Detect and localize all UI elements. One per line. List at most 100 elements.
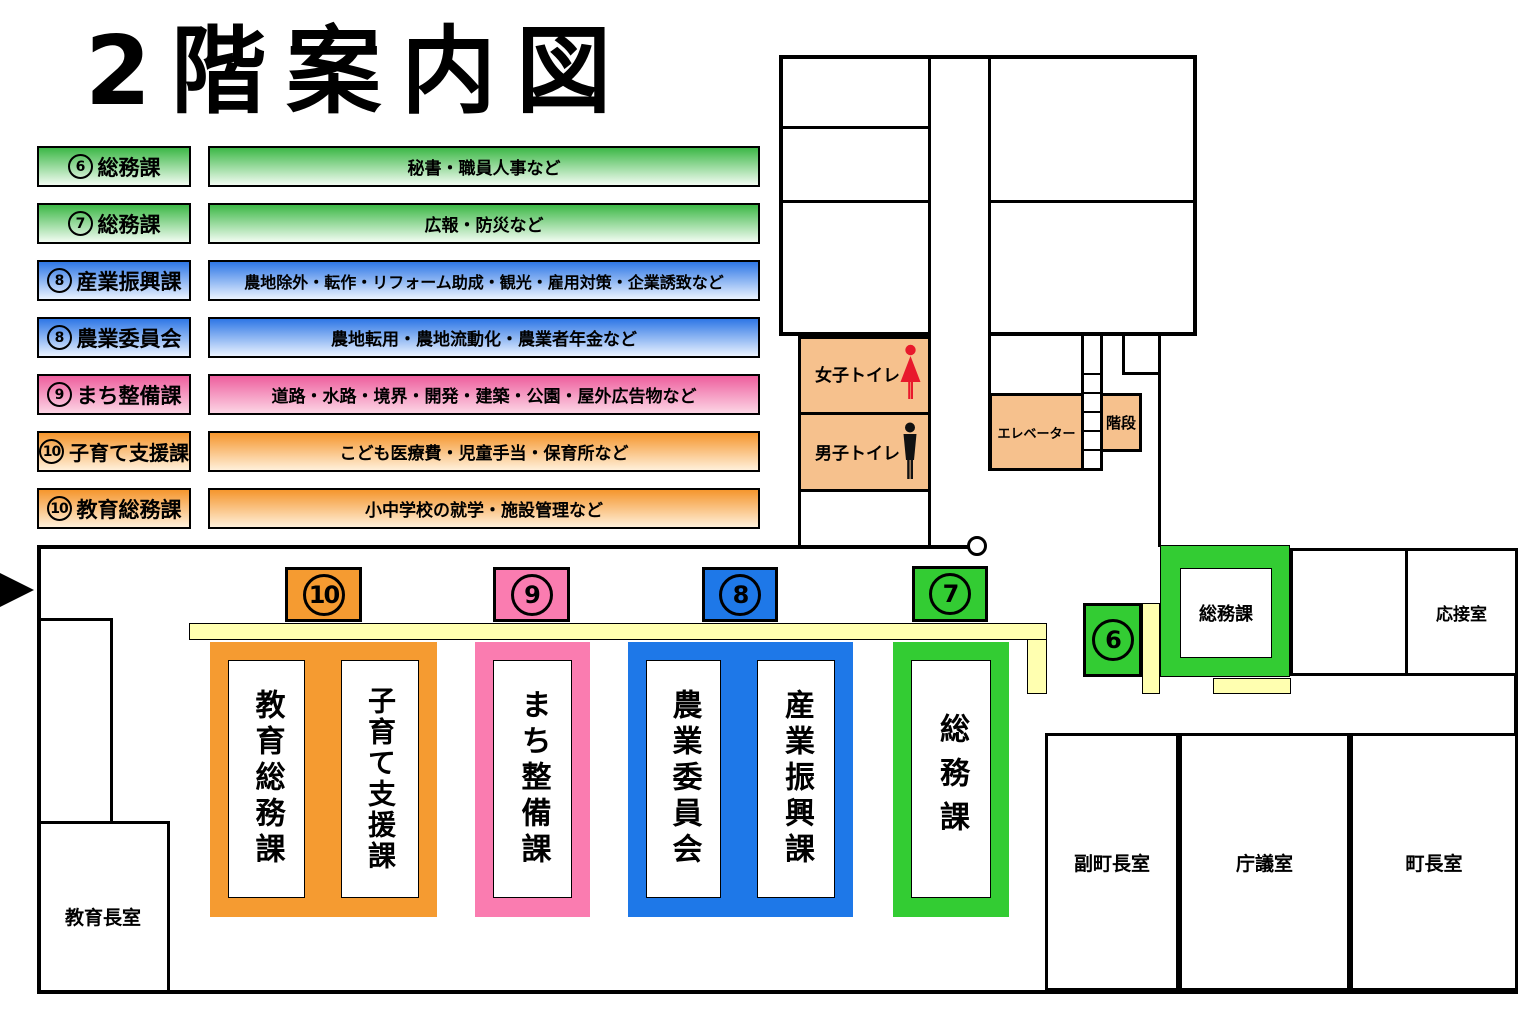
counter-block-label: 子育て支援課 bbox=[364, 686, 397, 872]
circled-number-icon: 8 bbox=[46, 325, 72, 350]
unlabeled-room bbox=[1290, 548, 1408, 676]
counter-block-town: まち整備課 bbox=[475, 642, 590, 917]
wall-hall-left bbox=[37, 545, 41, 994]
wall bbox=[1122, 372, 1161, 375]
education-chief-room-label: 教育長室 bbox=[64, 907, 141, 929]
counter-strip bbox=[1213, 678, 1291, 694]
circled-number-icon: 6 bbox=[67, 154, 93, 179]
badge-6: 6 bbox=[1083, 603, 1142, 677]
reception-room: 応接室 bbox=[1405, 548, 1518, 676]
wall bbox=[38, 618, 113, 621]
badge-8: 8 bbox=[702, 567, 778, 622]
wall bbox=[779, 200, 931, 203]
legend-dept: 産業振興課 bbox=[76, 269, 182, 294]
counter-block-labelbox: 教育総務課 bbox=[228, 660, 305, 898]
door-pivot-circle bbox=[967, 536, 987, 556]
badge-7: 7 bbox=[912, 566, 988, 622]
counter-block-label: 総務課 bbox=[934, 713, 969, 845]
counter-block-label: まち整備課 bbox=[515, 689, 551, 869]
legend-label: 10 教育総務課 bbox=[37, 488, 191, 529]
ladder-rung bbox=[1084, 392, 1100, 394]
wall bbox=[988, 200, 1197, 203]
counter-bar-bend bbox=[1027, 639, 1047, 694]
men-toilet-label: 男子トイレ bbox=[815, 444, 900, 464]
general-affairs-room-label: 総務課 bbox=[1180, 568, 1272, 658]
wall bbox=[38, 821, 170, 824]
circled-number-icon: 7 bbox=[929, 573, 971, 615]
ladder-rung bbox=[1084, 411, 1100, 413]
page-title: 2階案内図 bbox=[85, 17, 632, 127]
legend-dept: 教育総務課 bbox=[76, 497, 182, 522]
male-icon bbox=[903, 422, 917, 479]
circled-number-icon: 6 bbox=[1091, 619, 1134, 661]
legend-desc: 農地除外・転作・リフォーム助成・観光・雇用対策・企業誘致など bbox=[208, 260, 760, 301]
legend-dept: 農業委員会 bbox=[76, 326, 182, 351]
women-toilet-room: 女子トイレ bbox=[798, 336, 931, 415]
badge-10: 10 bbox=[285, 567, 362, 622]
counter-block-education: 教育総務課 bbox=[210, 642, 323, 917]
counter-strip bbox=[1142, 603, 1160, 694]
ladder-rung bbox=[1084, 430, 1100, 432]
legend-dept: 総務課 bbox=[97, 155, 161, 180]
legend-desc: 農地転用・農地流動化・農業者年金など bbox=[208, 317, 760, 358]
circled-number-icon: 8 bbox=[46, 268, 72, 293]
wall bbox=[167, 821, 170, 993]
circled-number-icon: 7 bbox=[67, 211, 93, 236]
legend-desc: 小中学校の就学・施設管理など bbox=[208, 488, 760, 529]
legend-desc: 広報・防災など bbox=[208, 203, 760, 244]
counter-block-industry: 産業振興課 bbox=[739, 642, 853, 917]
legend-label: 8 産業振興課 bbox=[37, 260, 191, 301]
men-toilet-room: 男子トイレ bbox=[798, 412, 931, 492]
legend-label: 8 農業委員会 bbox=[37, 317, 191, 358]
stairs-room: 階段 bbox=[1100, 393, 1142, 452]
elevator-room: エレベーター bbox=[989, 393, 1084, 471]
counter-block-labelbox: 子育て支援課 bbox=[341, 660, 419, 898]
counter-bar bbox=[189, 623, 1047, 640]
wall bbox=[1122, 336, 1125, 375]
counter-block-labelbox: 総務課 bbox=[911, 660, 991, 898]
wall bbox=[779, 126, 931, 129]
female-icon bbox=[900, 344, 921, 399]
circled-number-icon: 9 bbox=[46, 382, 72, 407]
deputy-mayor-room: 副町長室 bbox=[1045, 733, 1179, 991]
wall-hall-bottom bbox=[37, 990, 1518, 994]
legend-desc: こども医療費・児童手当・保育所など bbox=[208, 431, 760, 472]
entrance-arrow-icon bbox=[0, 573, 34, 607]
wall bbox=[779, 332, 931, 336]
legend-desc: 秘書・職員人事など bbox=[208, 146, 760, 187]
wall-corridor-left bbox=[928, 55, 931, 547]
counter-block-labelbox: まち整備課 bbox=[493, 660, 572, 898]
counter-block-agri-committee: 農業委員会 bbox=[628, 642, 739, 917]
legend-dept: まち整備課 bbox=[76, 383, 182, 408]
wall bbox=[779, 55, 783, 336]
counter-block-labelbox: 産業振興課 bbox=[757, 660, 835, 898]
wall-hall-top bbox=[37, 545, 968, 549]
legend-dept: 子育て支援課 bbox=[69, 441, 189, 465]
women-toilet-label: 女子トイレ bbox=[815, 366, 900, 386]
wall bbox=[798, 489, 801, 547]
circled-number-icon: 10 bbox=[302, 573, 345, 616]
wall bbox=[1193, 55, 1197, 336]
mayor-room: 町長室 bbox=[1350, 733, 1518, 991]
counter-block-labelbox: 農業委員会 bbox=[646, 660, 721, 898]
wall-corridor-right bbox=[988, 55, 991, 471]
circled-number-icon: 9 bbox=[510, 573, 553, 616]
counter-block-general-affairs: 総務課 bbox=[893, 642, 1009, 917]
circled-number-icon: 8 bbox=[719, 573, 761, 616]
circled-number-icon: 10 bbox=[39, 439, 64, 464]
general-affairs-room: 総務課 bbox=[1160, 545, 1290, 677]
legend-dept: 総務課 bbox=[97, 212, 161, 237]
legend-label: 10 子育て支援課 bbox=[37, 431, 191, 472]
badge-9: 9 bbox=[493, 567, 570, 622]
counter-block-label: 産業振興課 bbox=[779, 689, 814, 869]
legend-label: 6 総務課 bbox=[37, 146, 191, 187]
ladder-rung bbox=[1084, 373, 1100, 375]
counter-block-label: 教育総務課 bbox=[249, 689, 285, 869]
counter-block-label: 農業委員会 bbox=[666, 689, 702, 869]
legend-desc: 道路・水路・境界・開発・建築・公園・屋外広告物など bbox=[208, 374, 760, 415]
wall bbox=[1158, 336, 1161, 547]
legend-label: 9 まち整備課 bbox=[37, 374, 191, 415]
ladder-rung bbox=[1084, 449, 1100, 451]
legend-label: 7 総務課 bbox=[37, 203, 191, 244]
